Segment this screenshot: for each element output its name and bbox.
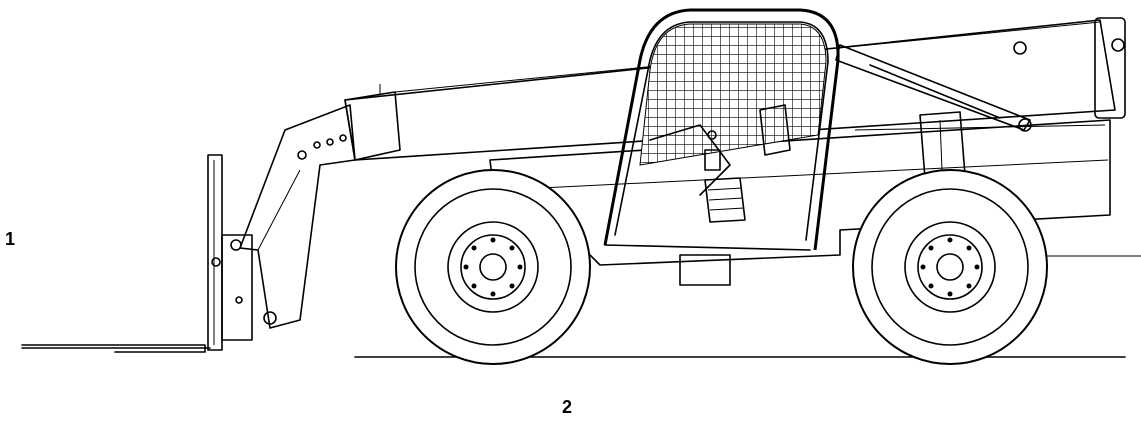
- boom-head: [239, 104, 356, 329]
- front-wheel: [395, 169, 591, 365]
- rear-wheel: [852, 169, 1048, 365]
- callout-label-2: 2: [562, 397, 573, 417]
- operator-cab: [603, 8, 840, 286]
- callout-label-1: 1: [5, 229, 16, 249]
- fork-carriage: [21, 154, 277, 353]
